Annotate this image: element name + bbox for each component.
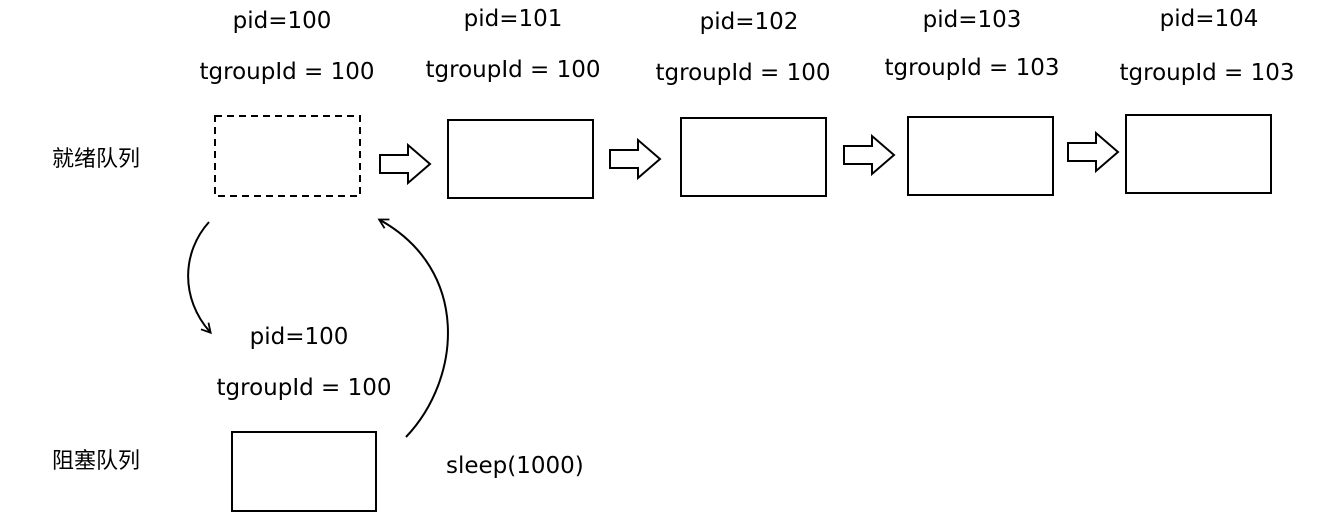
pid-label: pid=101 xyxy=(464,6,563,32)
block-arrow-icon xyxy=(609,137,662,181)
ready-queue-label: 就绪队列 xyxy=(52,147,140,172)
pid-label: pid=100 xyxy=(250,324,349,350)
process-box xyxy=(231,431,377,512)
blocked-process-100: pid=100 tgroupId = 100 xyxy=(217,324,392,512)
ready-process-101: pid=101 tgroupId = 100 xyxy=(426,6,601,199)
ready-process-100: pid=100 tgroupId = 100 xyxy=(200,8,375,197)
block-arrow-icon xyxy=(1067,130,1120,174)
tgroup-label: tgroupId = 100 xyxy=(656,60,831,86)
pid-label: pid=102 xyxy=(700,9,799,35)
tgroup-label: tgroupId = 100 xyxy=(200,59,375,85)
tgroup-label: tgroupId = 100 xyxy=(426,57,601,83)
ready-process-103: pid=103 tgroupId = 103 xyxy=(885,7,1060,196)
pid-label: pid=103 xyxy=(923,7,1022,33)
block-arrow-icon xyxy=(379,142,432,186)
tgroup-label: tgroupId = 103 xyxy=(1120,60,1295,86)
process-box xyxy=(447,119,594,199)
pid-label: pid=100 xyxy=(233,8,332,34)
process-box xyxy=(1125,114,1272,194)
process-box xyxy=(907,116,1054,196)
tgroup-label: tgroupId = 103 xyxy=(885,55,1060,81)
blocked-queue-label: 阻塞队列 xyxy=(52,449,140,474)
block-arrow-icon xyxy=(843,133,896,177)
sleep-call-label: sleep(1000) xyxy=(446,453,584,479)
wakeup-transition-arrow-icon xyxy=(377,218,449,438)
ready-process-102: pid=102 tgroupId = 100 xyxy=(656,9,831,197)
process-box xyxy=(680,117,827,197)
pid-label: pid=104 xyxy=(1160,6,1259,32)
block-transition-arrow-icon xyxy=(187,221,212,335)
tgroup-label: tgroupId = 100 xyxy=(217,375,392,401)
process-box-vacated xyxy=(214,115,361,197)
ready-process-104: pid=104 tgroupId = 103 xyxy=(1120,6,1295,194)
